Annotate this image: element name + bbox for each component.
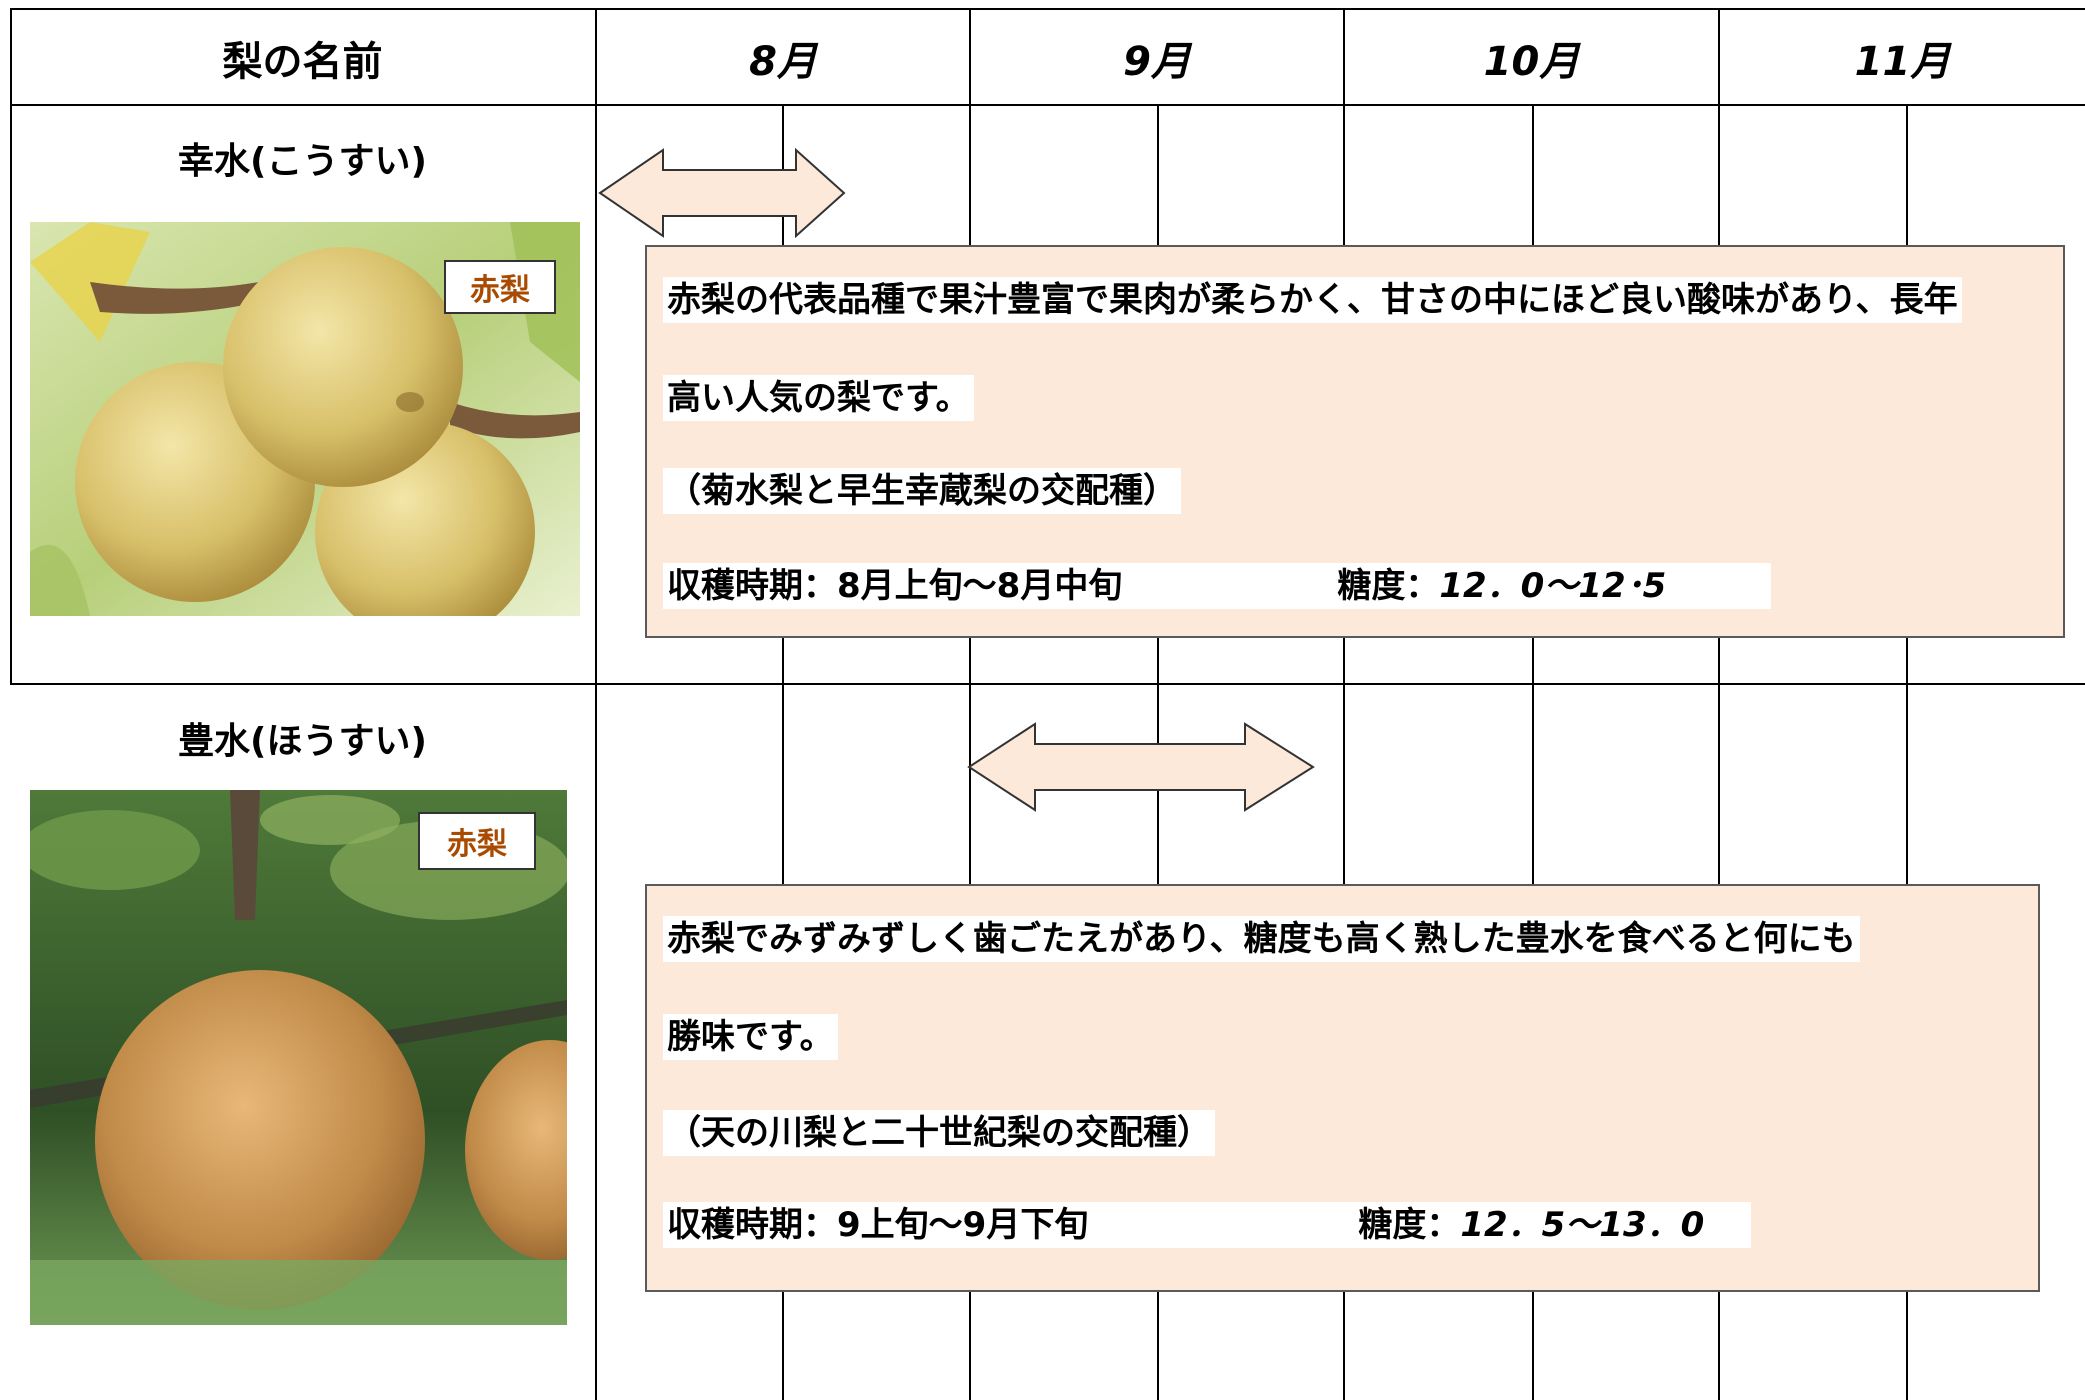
kousui-harvest-period-arrow — [598, 148, 846, 238]
table-border-left — [10, 8, 12, 685]
housui-pear-photo — [30, 790, 567, 1325]
month-border-8-9 — [969, 8, 971, 1400]
housui-sugar-value: 12．5～13．0 — [1460, 1205, 1705, 1245]
half-month-line-11 — [1906, 104, 1908, 1400]
kousui-harvest-sugar-line: 収穫時期：8月上旬～8月中旬 糖度：12．0～12･5 — [663, 563, 1771, 609]
housui-harvest-time: 収穫時期：9上旬～9月下旬 — [667, 1205, 1089, 1245]
kousui-description-box: 赤梨の代表品種で果汁豊富で果肉が柔らかく、甘さの中にほど良い酸味があり、長年 高… — [645, 245, 2065, 638]
kousui-variety-badge: 赤梨 — [444, 260, 556, 314]
housui-sugar-label: 糖度： — [1358, 1205, 1461, 1245]
header-month-11: 11月 — [1854, 38, 1951, 85]
kousui-description-line2: 高い人気の梨です。 — [663, 375, 974, 421]
table-border-top — [10, 8, 2085, 10]
kousui-harvest-time: 収穫時期：8月上旬～8月中旬 — [667, 566, 1123, 606]
housui-description-box: 赤梨でみずみずしく歯ごたえがあり、糖度も高く熟した豊水を食べると何にも 勝味です… — [645, 884, 2040, 1292]
kousui-sugar-label: 糖度： — [1337, 566, 1440, 606]
half-month-line-10 — [1532, 104, 1534, 1400]
name-column-border — [595, 8, 597, 1400]
kousui-sugar-value: 12．0～12･5 — [1439, 566, 1667, 606]
variety-name-kousui: 幸水(こうすい) — [178, 141, 427, 182]
housui-cross-breed: （天の川梨と二十世紀梨の交配種） — [663, 1110, 1215, 1156]
housui-description-line2: 勝味です。 — [663, 1014, 838, 1060]
housui-variety-badge: 赤梨 — [418, 812, 536, 870]
half-month-line-8 — [782, 104, 784, 1400]
header-month-8: 8月 — [749, 38, 817, 85]
kousui-description-line1: 赤梨の代表品種で果汁豊富で果肉が柔らかく、甘さの中にほど良い酸味があり、長年 — [663, 277, 1962, 323]
month-border-9-10 — [1343, 8, 1345, 1400]
row-divider — [10, 683, 2085, 685]
month-border-10-11 — [1718, 8, 1720, 1400]
kousui-cross-breed: （菊水梨と早生幸蔵梨の交配種） — [663, 468, 1181, 514]
housui-harvest-sugar-line: 収穫時期：9上旬～9月下旬 糖度：12．5～13．0 — [663, 1202, 1751, 1248]
header-bottom-line — [10, 104, 2085, 106]
header-month-9: 9月 — [1123, 38, 1191, 85]
variety-name-housui: 豊水(ほうすい) — [178, 721, 427, 762]
header-month-10: 10月 — [1483, 38, 1580, 85]
housui-harvest-period-arrow — [967, 722, 1315, 812]
housui-description-line1: 赤梨でみずみずしく歯ごたえがあり、糖度も高く熟した豊水を食べると何にも — [663, 916, 1860, 962]
header-name-column: 梨の名前 — [222, 38, 383, 85]
